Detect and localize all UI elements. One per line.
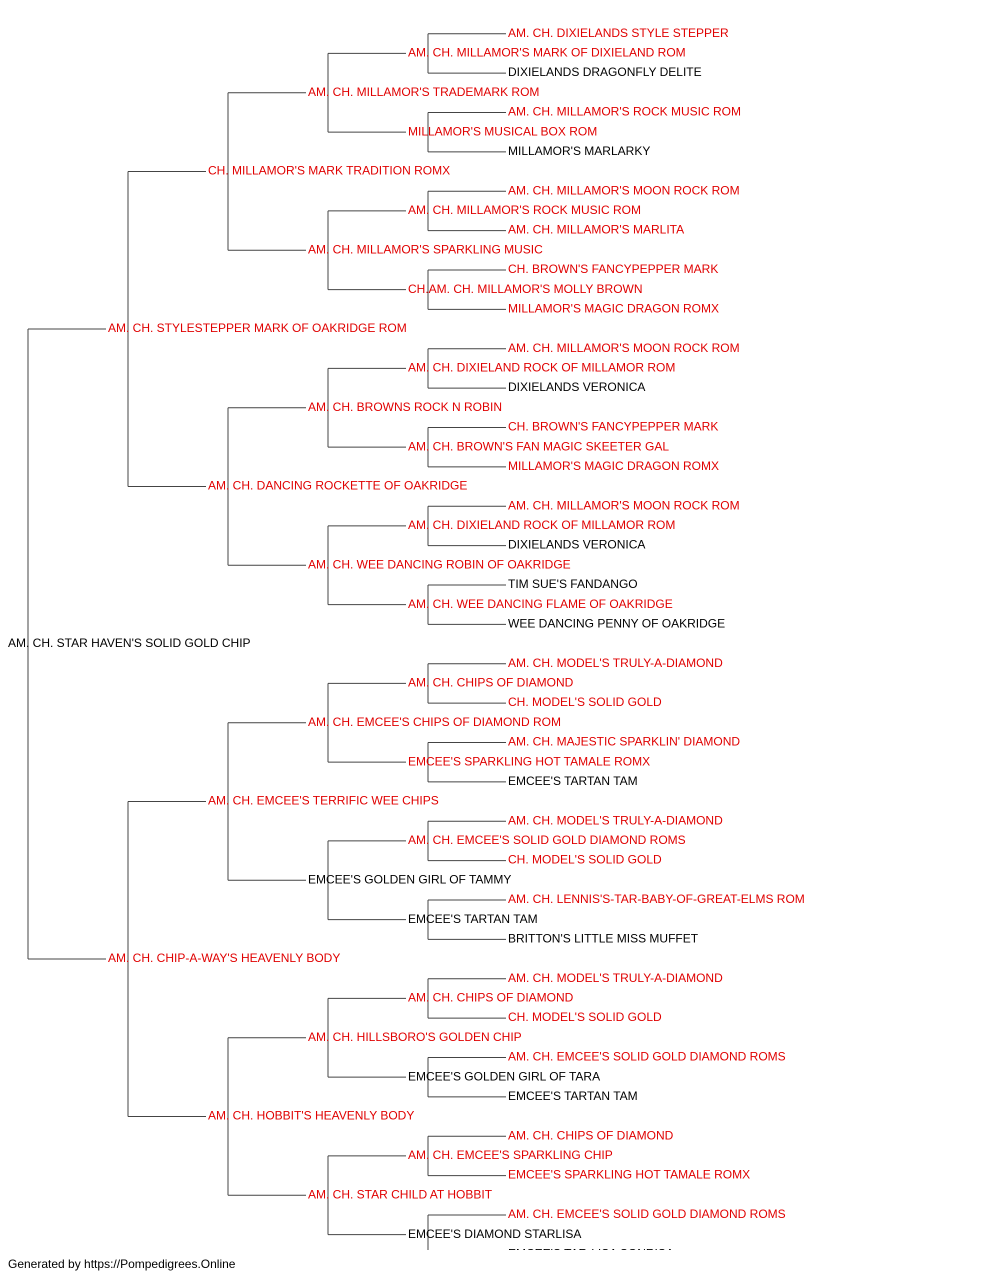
ancestor-name[interactable]: AM. CH. MILLAMOR'S MOON ROCK ROM <box>508 341 740 355</box>
ancestor-name[interactable]: AM. CH. EMCEE'S TERRIFIC WEE CHIPS <box>208 794 439 808</box>
ancestor-name[interactable]: AM. CH. BROWNS ROCK N ROBIN <box>308 400 502 414</box>
ancestor-name[interactable]: CH. MODEL'S SOLID GOLD <box>508 853 662 867</box>
ancestor-name[interactable]: AM. CH. CHIPS OF DIAMOND <box>408 991 574 1005</box>
ancestor-name[interactable]: AM. CH. MILLAMOR'S ROCK MUSIC ROM <box>408 203 641 217</box>
ancestor-name[interactable]: EMCEE'S TARTAN TAM <box>408 912 538 926</box>
ancestor-name[interactable]: AM. CH. STYLESTEPPER MARK OF OAKRIDGE RO… <box>108 321 407 335</box>
footer-credit: Generated by https://Pompedigrees.Online <box>8 1257 236 1271</box>
ancestor-name[interactable]: EMCEE'S DIAMOND STARLISA <box>408 1227 581 1241</box>
ancestor-name[interactable]: EMCEE'S SPARKLING HOT TAMALE ROMX <box>408 754 650 768</box>
ancestor-name[interactable]: EMCEE'S GOLDEN GIRL OF TARA <box>408 1069 600 1083</box>
ancestor-name[interactable]: AM. CH. EMCEE'S SPARKLING CHIP <box>408 1148 613 1162</box>
ancestor-name[interactable]: CH.AM. CH. MILLAMOR'S MOLLY BROWN <box>408 282 643 296</box>
pedigree-tree: AM. CH. STAR HAVEN'S SOLID GOLD CHIP AM. … <box>8 26 805 1250</box>
ancestor-name[interactable]: AM. CH. DIXIELANDS STYLE STEPPER <box>508 26 729 40</box>
ancestor-name[interactable]: TIM SUE'S FANDANGO <box>508 577 638 591</box>
ancestor-name[interactable]: AM. CH. DIXIELAND ROCK OF MILLAMOR ROM <box>408 361 675 375</box>
ancestor-name[interactable]: AM. CH. MILLAMOR'S SPARKLING MUSIC <box>308 242 543 256</box>
ancestor-name[interactable]: CH. BROWN'S FANCYPEPPER MARK <box>508 420 718 434</box>
ancestor-name[interactable]: AM. CH. CHIPS OF DIAMOND <box>408 676 574 690</box>
ancestor-name[interactable]: AM. CH. MILLAMOR'S MOON ROCK ROM <box>508 498 740 512</box>
ancestor-name[interactable]: CH. BROWN'S FANCYPEPPER MARK <box>508 262 718 276</box>
ancestor-name[interactable]: EMCEE'S TAR-LISA SONRISA <box>508 1246 674 1250</box>
ancestor-name[interactable]: AM. CH. MILLAMOR'S TRADEMARK ROM <box>308 85 539 99</box>
ancestor-name[interactable]: AM. CH. HILLSBORO'S GOLDEN CHIP <box>308 1030 522 1044</box>
ancestor-name[interactable]: BRITTON'S LITTLE MISS MUFFET <box>508 931 699 945</box>
ancestor-name[interactable]: AM. CH. DANCING ROCKETTE OF OAKRIDGE <box>208 479 467 493</box>
ancestor-name[interactable]: AM. CH. HOBBIT'S HEAVENLY BODY <box>208 1109 414 1123</box>
ancestor-name[interactable]: AM. CH. DIXIELAND ROCK OF MILLAMOR ROM <box>408 518 675 532</box>
ancestor-name[interactable]: CH. MODEL'S SOLID GOLD <box>508 695 662 709</box>
ancestor-name[interactable]: EMCEE'S SPARKLING HOT TAMALE ROMX <box>508 1168 750 1182</box>
ancestor-name[interactable]: EMCEE'S GOLDEN GIRL OF TAMMY <box>308 872 511 886</box>
ancestor-name[interactable]: DIXIELANDS VERONICA <box>508 380 645 394</box>
ancestor-name[interactable]: AM. CH. CHIPS OF DIAMOND <box>508 1128 674 1142</box>
ancestor-name[interactable]: AM. CH. MAJESTIC SPARKLIN' DIAMOND <box>508 735 740 749</box>
ancestor-name[interactable]: AM. CH. MILLAMOR'S MARK OF DIXIELAND ROM <box>408 46 686 60</box>
ancestor-name[interactable]: EMCEE'S TARTAN TAM <box>508 774 638 788</box>
ancestor-name[interactable]: AM. CH. EMCEE'S SOLID GOLD DIAMOND ROMS <box>508 1207 786 1221</box>
ancestor-name[interactable]: AM. CH. LENNIS'S-TAR-BABY-OF-GREAT-ELMS … <box>508 892 805 906</box>
ancestor-name[interactable]: DIXIELANDS DRAGONFLY DELITE <box>508 65 702 79</box>
ancestor-name[interactable]: MILLAMOR'S MARLARKY <box>508 144 650 158</box>
ancestor-name[interactable]: AM. CH. WEE DANCING ROBIN OF OAKRIDGE <box>308 557 571 571</box>
ancestor-name[interactable]: AM. CH. EMCEE'S SOLID GOLD DIAMOND ROMS <box>408 833 686 847</box>
ancestor-name[interactable]: CH. MILLAMOR'S MARK TRADITION ROMX <box>208 164 450 178</box>
ancestor-name[interactable]: EMCEE'S TARTAN TAM <box>508 1089 638 1103</box>
ancestor-name[interactable]: WEE DANCING PENNY OF OAKRIDGE <box>508 616 725 630</box>
ancestor-name[interactable]: AM. CH. EMCEE'S CHIPS OF DIAMOND ROM <box>308 715 561 729</box>
ancestor-name[interactable]: AM. CH. EMCEE'S SOLID GOLD DIAMOND ROMS <box>508 1050 786 1064</box>
ancestor-name[interactable]: AM. CH. MILLAMOR'S ROCK MUSIC ROM <box>508 105 741 119</box>
ancestor-name[interactable]: AM. CH. MODEL'S TRULY-A-DIAMOND <box>508 971 723 985</box>
subject-name[interactable]: AM. CH. STAR HAVEN'S SOLID GOLD CHIP <box>8 636 251 650</box>
ancestor-name[interactable]: MILLAMOR'S MAGIC DRAGON ROMX <box>508 301 719 315</box>
ancestor-name[interactable]: CH. MODEL'S SOLID GOLD <box>508 1010 662 1024</box>
ancestor-name[interactable]: DIXIELANDS VERONICA <box>508 538 645 552</box>
ancestor-name[interactable]: MILLAMOR'S MUSICAL BOX ROM <box>408 124 597 138</box>
ancestor-name[interactable]: MILLAMOR'S MAGIC DRAGON ROMX <box>508 459 719 473</box>
ancestor-name[interactable]: AM. CH. MILLAMOR'S MOON ROCK ROM <box>508 183 740 197</box>
ancestor-name[interactable]: AM. CH. BROWN'S FAN MAGIC SKEETER GAL <box>408 439 669 453</box>
ancestor-name[interactable]: AM. CH. STAR CHILD AT HOBBIT <box>308 1187 493 1201</box>
ancestor-name[interactable]: AM. CH. WEE DANCING FLAME OF OAKRIDGE <box>408 597 673 611</box>
ancestor-name[interactable]: AM. CH. CHIP-A-WAY'S HEAVENLY BODY <box>108 951 340 965</box>
ancestor-name[interactable]: AM. CH. MODEL'S TRULY-A-DIAMOND <box>508 813 723 827</box>
ancestor-name[interactable]: AM. CH. MODEL'S TRULY-A-DIAMOND <box>508 656 723 670</box>
ancestor-name[interactable]: AM. CH. MILLAMOR'S MARLITA <box>508 223 684 237</box>
